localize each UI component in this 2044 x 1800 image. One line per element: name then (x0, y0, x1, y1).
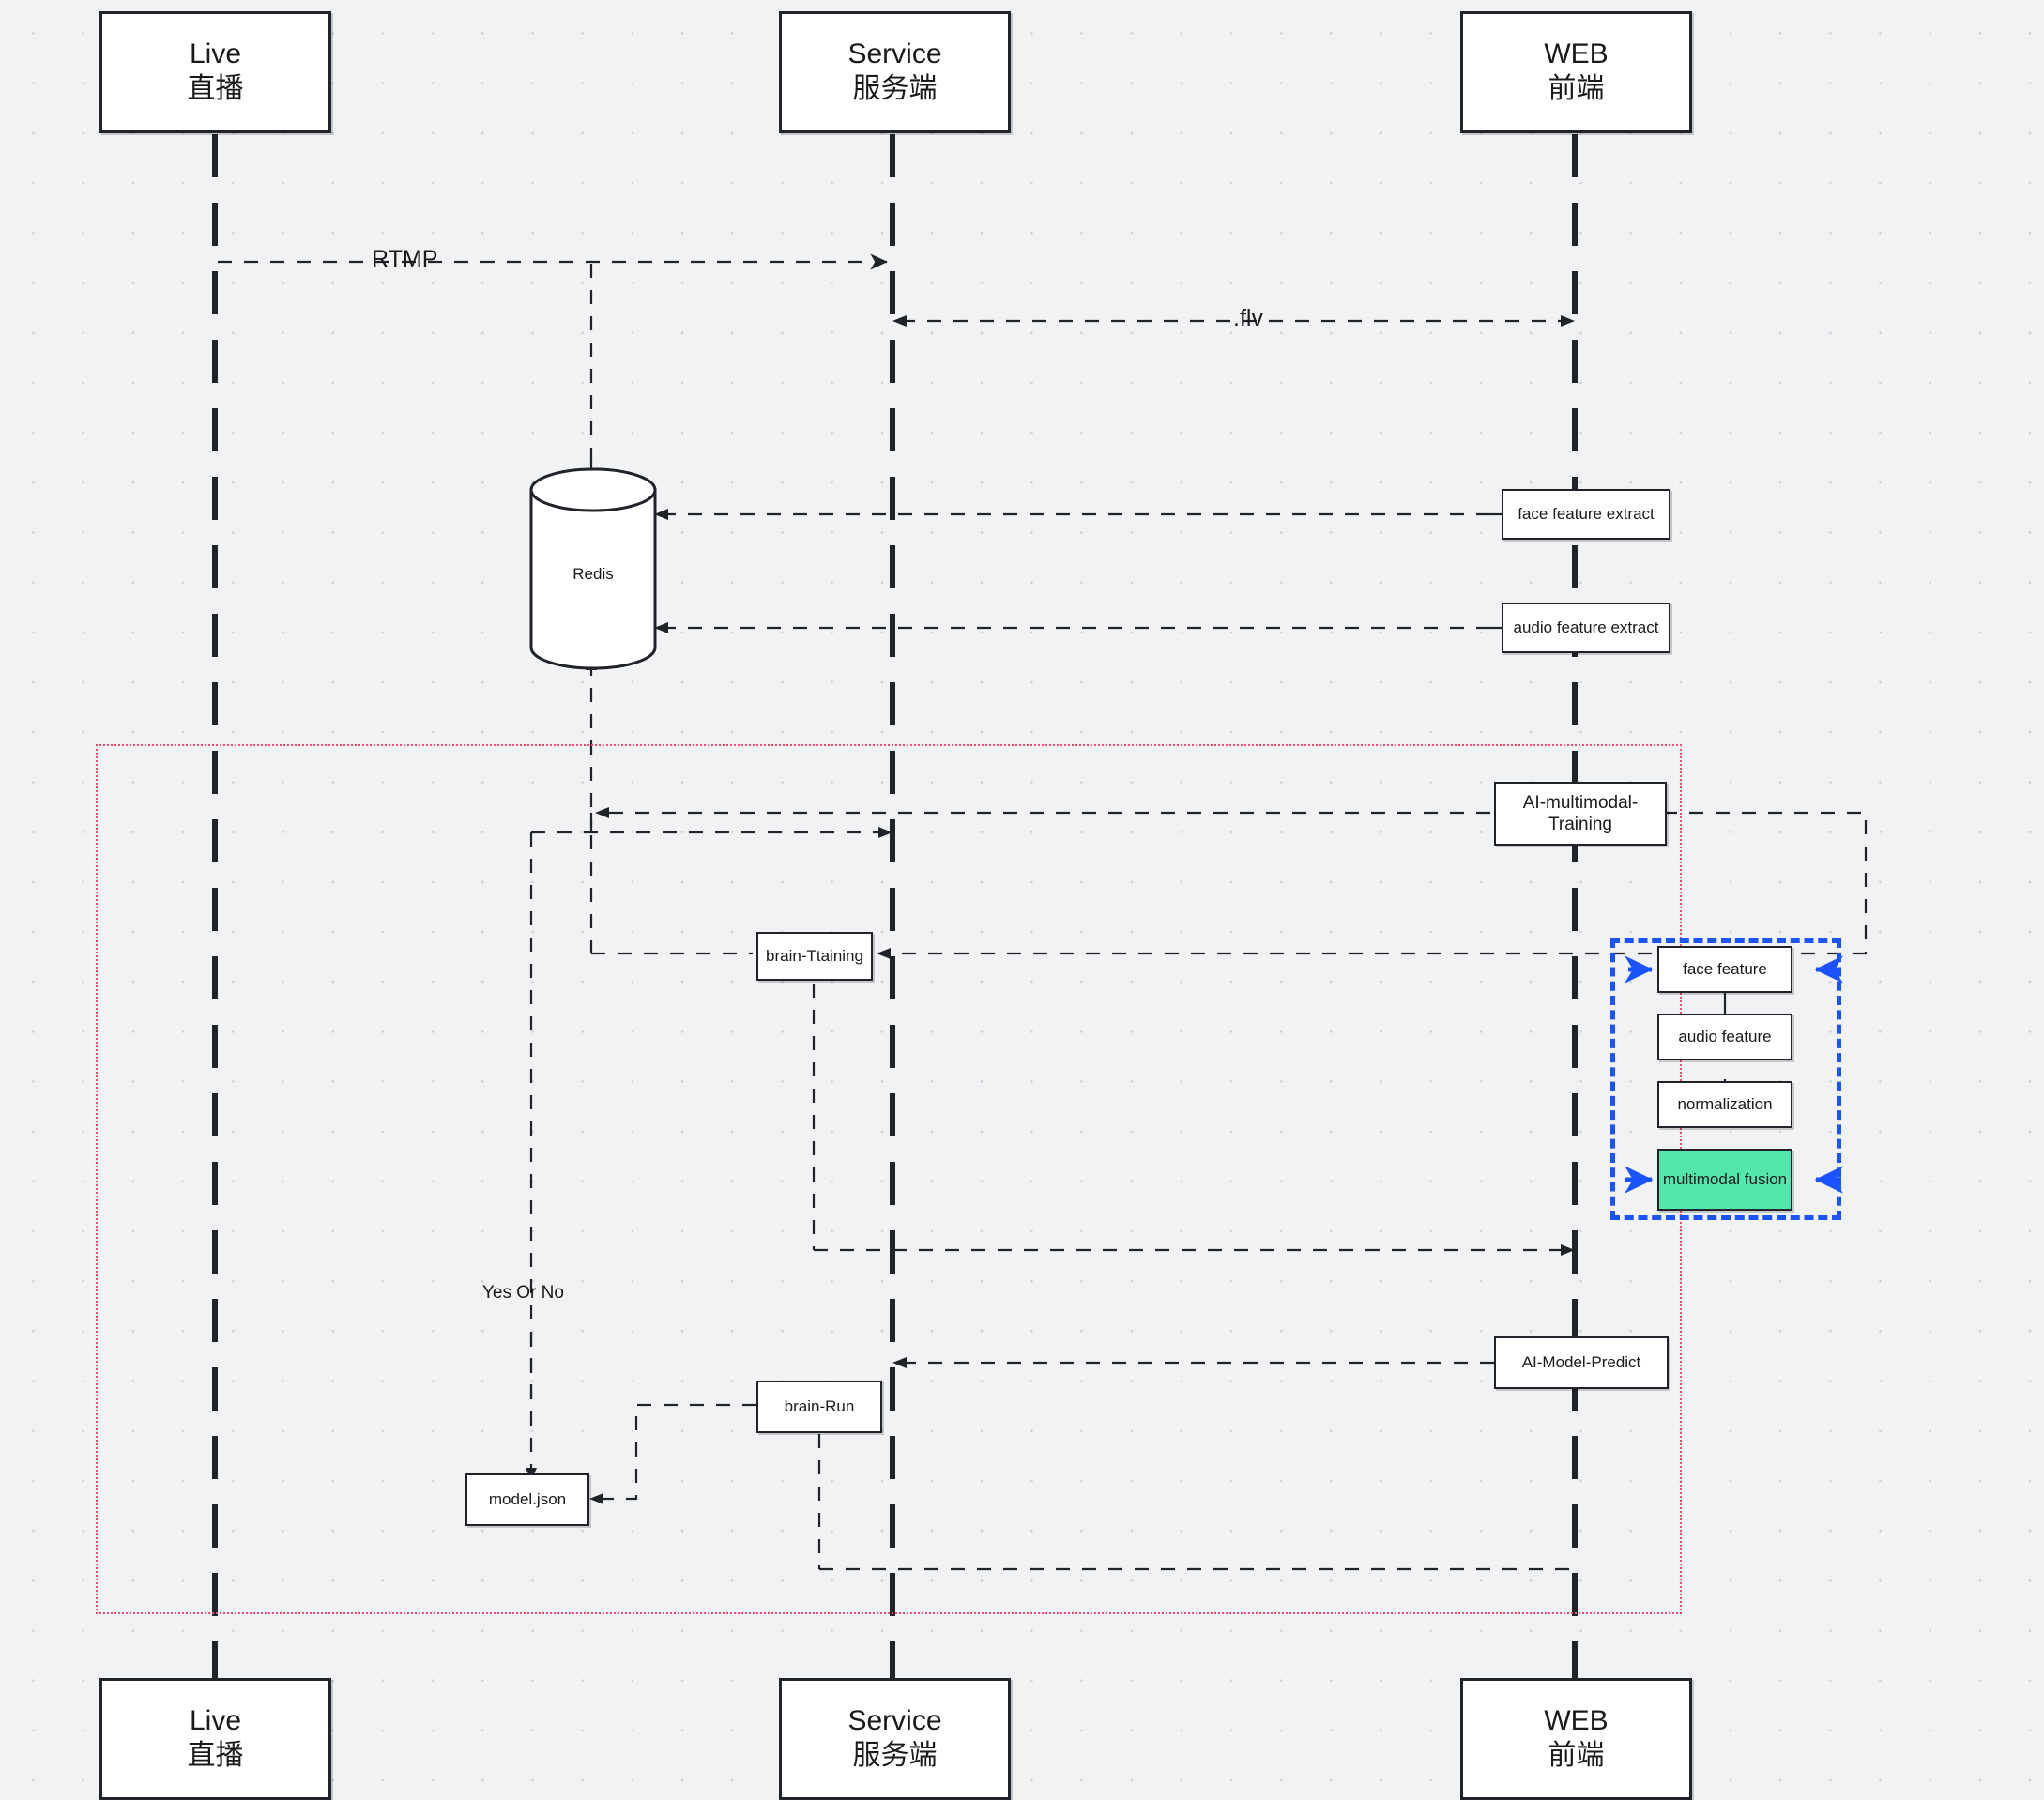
participant-live-top-cn: 直播 (187, 73, 244, 104)
node-face-feature-extract[interactable]: face feature extract (1502, 489, 1670, 540)
node-model-json-label: model.json (488, 1489, 567, 1508)
participant-live-top-en: Live (189, 38, 242, 70)
node-brain-training[interactable]: brain-Ttaining (756, 932, 873, 981)
node-brain-run[interactable]: brain-Run (756, 1381, 882, 1433)
node-ai-model-predict-label: AI-Model-Predict (1521, 1352, 1641, 1371)
node-ai-multimodal-training[interactable]: AI-multimodal-Training (1494, 782, 1667, 846)
node-audio-feature[interactable]: audio feature (1657, 1014, 1792, 1060)
participant-service-top[interactable]: Service 服务端 (779, 11, 1011, 133)
participant-service-top-cn: 服务端 (852, 73, 938, 104)
participant-service-bottom-en: Service (847, 1705, 942, 1737)
node-audio-feature-label: audio feature (1678, 1027, 1772, 1045)
participant-web-bottom[interactable]: WEB 前端 (1460, 1678, 1692, 1800)
participant-live-bottom-en: Live (189, 1705, 242, 1737)
node-multimodal-fusion[interactable]: multimodal fusion (1657, 1149, 1792, 1211)
redis-store[interactable]: Redis (531, 469, 655, 668)
participant-web-top-cn: 前端 (1548, 73, 1605, 104)
participant-web-top-en: WEB (1544, 38, 1609, 70)
node-normalization[interactable]: normalization (1657, 1081, 1792, 1128)
node-multimodal-fusion-label: multimodal fusion (1662, 1169, 1788, 1188)
participant-live-bottom-cn: 直播 (187, 1740, 244, 1771)
participant-web-bottom-en: WEB (1544, 1705, 1609, 1737)
node-audio-feature-extract[interactable]: audio feature extract (1502, 603, 1670, 653)
node-ai-multimodal-training-label: AI-multimodal-Training (1522, 792, 1639, 834)
node-brain-run-label: brain-Run (784, 1396, 855, 1415)
participant-live-bottom[interactable]: Live 直播 (99, 1678, 331, 1800)
edge-label-yes-or-no: Yes Or No (482, 1283, 564, 1303)
node-model-json[interactable]: model.json (465, 1473, 589, 1526)
edge-label-rtmp: RTMP (372, 246, 438, 272)
node-normalization-label: normalization (1677, 1094, 1773, 1113)
participant-service-bottom-cn: 服务端 (852, 1740, 938, 1771)
participant-service-top-en: Service (847, 38, 942, 70)
node-face-feature-label: face feature (1683, 959, 1767, 978)
node-face-feature[interactable]: face feature (1657, 946, 1792, 993)
participant-live-top[interactable]: Live 直播 (99, 11, 331, 133)
node-brain-training-label: brain-Ttaining (766, 946, 863, 965)
participant-web-top[interactable]: WEB 前端 (1460, 11, 1692, 133)
node-ai-model-predict[interactable]: AI-Model-Predict (1494, 1336, 1669, 1389)
participant-service-bottom[interactable]: Service 服务端 (779, 1678, 1011, 1800)
edge-label-flv: .flv (1233, 305, 1263, 331)
node-face-feature-extract-label: face feature extract (1518, 504, 1655, 523)
node-audio-feature-extract-label: audio feature extract (1513, 618, 1659, 636)
redis-label: Redis (572, 564, 614, 583)
participant-web-bottom-cn: 前端 (1548, 1740, 1605, 1771)
